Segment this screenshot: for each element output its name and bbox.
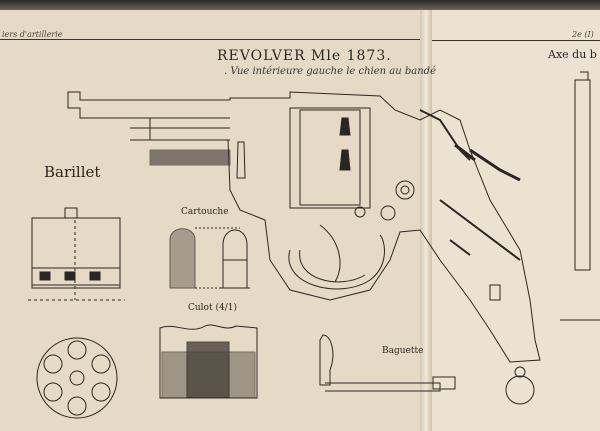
barillet-drawing	[28, 207, 125, 419]
label-barillet: Barillet	[44, 163, 101, 181]
baguette-drawing	[319, 334, 456, 392]
label-culot: Culot (4/1)	[188, 303, 237, 313]
label-cartouche: Cartouche	[181, 207, 229, 217]
header-rule	[0, 39, 420, 40]
culot-drawing	[159, 324, 258, 399]
running-title-right: 2e (I)	[572, 30, 594, 39]
scan-edge	[0, 0, 600, 10]
cartouche-drawing	[169, 227, 250, 289]
header-rule-right	[432, 40, 600, 41]
label-axe: Axe du b	[548, 48, 597, 61]
page-fold	[420, 0, 432, 431]
axe-drawing	[560, 71, 600, 321]
running-title-left: iers d'artillerie	[2, 30, 63, 39]
revolver-side-view	[67, 91, 541, 405]
plate-subtitle: . Vue intérieure gauche le chien au band…	[224, 66, 436, 77]
label-baguette: Baguette	[382, 346, 424, 356]
plate-title: REVOLVER Mle 1873.	[217, 48, 392, 64]
